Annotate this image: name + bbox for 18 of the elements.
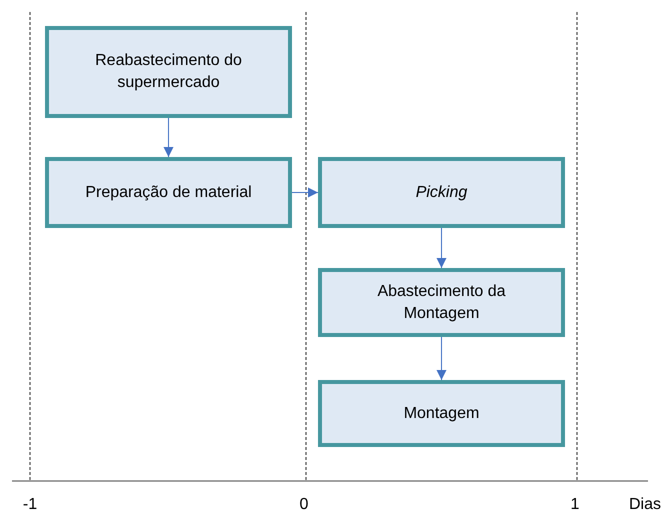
process-box [45,26,292,118]
process-box [318,380,565,447]
box-label: Abastecimento da Montagem [376,282,507,324]
arrow [436,228,446,268]
process-box [318,268,565,337]
process-box [318,157,565,228]
axis-label: 0 [300,495,308,512]
arrow [292,188,318,198]
axis-label: 1 [570,495,580,512]
arrow [436,336,446,380]
axis-label: -1 [22,495,38,512]
arrow [164,118,174,158]
axis-label: Dias [629,495,661,512]
box-label: Montagem [404,404,480,424]
box-label: Picking [416,182,468,202]
box-label: Reabastecimento do supermercado [94,51,243,93]
process-box [45,157,292,228]
box-label: Preparação de material [85,182,252,202]
